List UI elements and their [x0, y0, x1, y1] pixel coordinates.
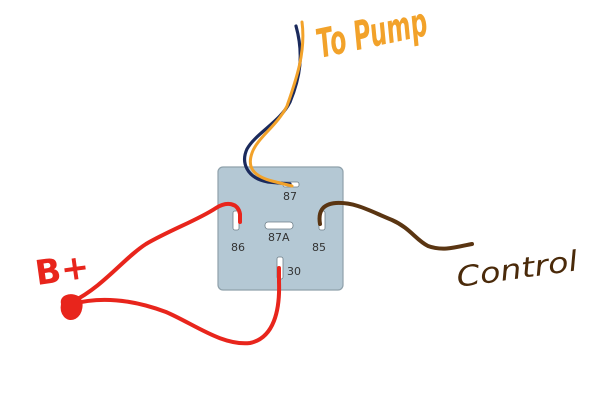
- pin-30-label: 30: [287, 265, 301, 278]
- pin-87a-label: 87A: [268, 231, 290, 244]
- pump-label: To Pump: [313, 0, 432, 68]
- b-plus-label: B+: [33, 247, 92, 294]
- b-plus-wire-to-86: [70, 201, 242, 304]
- pin-86-label: 86: [231, 241, 245, 254]
- control-wire: [317, 200, 474, 251]
- pin-85-label: 85: [312, 241, 326, 254]
- pin-87-label: 87: [283, 190, 297, 203]
- pump-wire-navy: [243, 24, 302, 186]
- pin-87a-slot: [264, 221, 294, 230]
- b-plus-terminal: [60, 294, 83, 320]
- pump-wire-orange: [248, 20, 305, 188]
- control-label: Control: [454, 244, 580, 294]
- b-plus-wire-to-30: [70, 266, 282, 346]
